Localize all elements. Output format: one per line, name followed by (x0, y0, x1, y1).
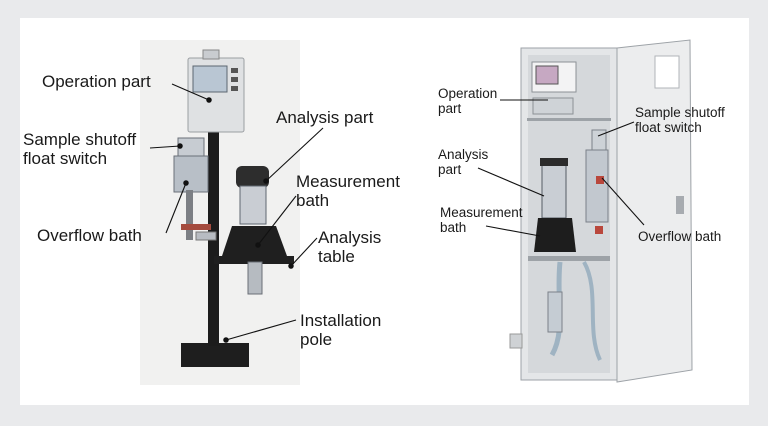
label-line: Measurement (296, 172, 400, 191)
label-line: table (318, 247, 355, 267)
label-overflow-bath: Overflow bath (37, 226, 142, 245)
analysis-table (214, 256, 294, 264)
label-measurement-bath: Measurement bath (296, 172, 400, 210)
label-installation-pole: Installation pole (300, 311, 381, 349)
label-line: part (438, 161, 462, 177)
label-operation-part: Operation part (42, 72, 151, 91)
label-sample-shutoff-float-switch: Sample shutoff float switch (23, 130, 136, 168)
label-line: float switch (23, 149, 108, 169)
label-line: bath (296, 191, 330, 211)
label-analysis-table: Analysis table (318, 228, 381, 266)
leader-lines (149, 83, 645, 343)
label-right-analysis-part: Analysis part (438, 147, 489, 178)
cabinet-overflow-bath (585, 149, 609, 223)
overflow-bath-body (173, 155, 209, 193)
label-analysis-part: Analysis part (276, 108, 374, 127)
label-line: Sample shutoff (23, 130, 137, 149)
label-line: Operation (438, 86, 498, 101)
label-line: Analysis (438, 147, 489, 162)
cabinet-measurement-bath (534, 218, 576, 252)
label-line: float switch (635, 119, 702, 135)
cabinet-analysis-cylinder (541, 159, 567, 219)
label-right-overflow-bath: Overflow bath (638, 229, 722, 244)
installation-base-plate (181, 343, 249, 367)
label-right-sample-shutoff-float-switch: Sample shutoff float switch (635, 105, 725, 136)
cabinet-door (616, 39, 693, 383)
label-line: part (438, 100, 462, 116)
label-line: Installation (300, 311, 382, 330)
label-line: pole (300, 330, 333, 350)
analysis-part-cap (236, 166, 269, 188)
label-right-measurement-bath: Measurement bath (440, 205, 523, 236)
right-cabinet (509, 39, 693, 383)
label-line: Sample shutoff (635, 105, 725, 120)
label-right-operation-part: Operation part (438, 86, 498, 117)
door-window (654, 55, 680, 89)
measurement-bath-cone (222, 226, 287, 256)
label-line: bath (440, 219, 467, 235)
label-line: Analysis (318, 228, 382, 247)
label-line: Measurement (440, 205, 523, 220)
left-analyzer (173, 49, 294, 367)
measurement-cylinder (239, 185, 267, 225)
